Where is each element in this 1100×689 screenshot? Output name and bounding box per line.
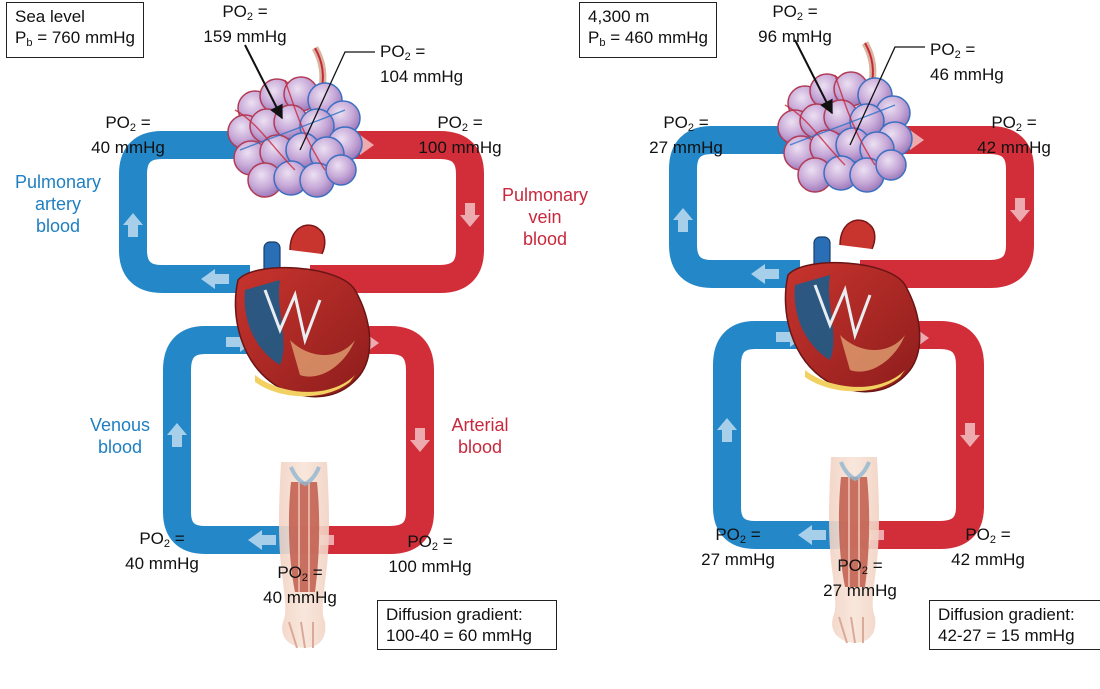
barometric-pressure-right: Pb = 460 mmHg (588, 28, 708, 49)
leg-muscle-illustration (827, 455, 881, 645)
alveolar-leader-line (299, 51, 375, 151)
heart-illustration (233, 223, 372, 399)
po2-pulmonary-artery-left: PO2 = 40 mmHg (91, 113, 165, 157)
alveolar-leader-line (849, 46, 925, 146)
pulmonary-artery-label: Pulmonary artery blood (14, 172, 102, 236)
condition-label-right: 4,300 m (588, 7, 650, 26)
po2-arterial-left: PO2 = 100 mmHg (388, 532, 472, 576)
alveoli-illustration (228, 48, 362, 197)
condition-label-left: Sea level (15, 7, 85, 26)
po2-venous-right: PO2 = 27 mmHg (701, 525, 775, 569)
diffusion-gradient-value-right: 42-27 = 15 mmHg (938, 626, 1075, 645)
diffusion-gradient-box-right: Diffusion gradient: 42-27 = 15 mmHg (929, 600, 1100, 650)
pulmonary-artery-vessel (119, 131, 250, 293)
po2-alveolar-left: PO2 = 104 mmHg (380, 42, 464, 86)
pulmonary-vein-label: Pulmonary vein blood (501, 185, 589, 249)
flow-arrow (751, 264, 779, 284)
flow-arrow (717, 418, 737, 442)
altitude-panel (669, 39, 1034, 645)
diffusion-gradient-box-left: Diffusion gradient: 100-40 = 60 mmHg (377, 600, 557, 650)
po2-tissue-left: PO2 = 40 mmHg (263, 563, 337, 607)
sea-level-panel (119, 44, 484, 650)
flow-arrow (248, 530, 276, 550)
po2-pulmonary-vein-left: PO2 = 100 mmHg (418, 113, 502, 157)
leg-muscle-illustration (277, 460, 331, 650)
diffusion-gradient-value-left: 100-40 = 60 mmHg (386, 626, 532, 645)
diffusion-gradient-title-left: Diffusion gradient: (386, 605, 523, 624)
pulmonary-artery-vessel (669, 126, 800, 288)
arterial-blood-label: Arterial blood (451, 415, 509, 457)
po2-venous-left: PO2 = 40 mmHg (125, 529, 199, 573)
barometric-pressure-left: Pb = 760 mmHg (15, 28, 135, 49)
flow-arrow (123, 213, 143, 237)
po2-arterial-right: PO2 = 42 mmHg (951, 525, 1025, 569)
flow-arrow (167, 423, 187, 447)
flow-arrow (1010, 198, 1030, 222)
po2-inspired-left: PO2 = 159 mmHg (203, 2, 287, 46)
flow-arrow (201, 269, 229, 289)
heart-illustration (783, 218, 922, 394)
flow-arrow (410, 428, 430, 452)
diffusion-gradient-title-right: Diffusion gradient: (938, 605, 1075, 624)
flow-arrow (460, 203, 480, 227)
flow-arrow (960, 423, 980, 447)
po2-pulmonary-artery-right: PO2 = 27 mmHg (649, 113, 723, 157)
condition-box-right: 4,300 m Pb = 460 mmHg (579, 2, 717, 58)
alveoli-illustration (778, 43, 912, 192)
po2-inspired-right: PO2 = 96 mmHg (758, 2, 832, 46)
inspired-air-arrow (244, 44, 283, 120)
inspired-air-arrow (794, 39, 833, 115)
po2-pulmonary-vein-right: PO2 = 42 mmHg (977, 113, 1051, 157)
po2-alveolar-right: PO2 = 46 mmHg (930, 40, 1004, 84)
po2-tissue-right: PO2 = 27 mmHg (823, 556, 897, 600)
flow-arrow (798, 525, 826, 545)
flow-arrow (673, 208, 693, 232)
venous-blood-label: Venous blood (89, 415, 151, 457)
condition-box-left: Sea level Pb = 760 mmHg (6, 2, 144, 58)
